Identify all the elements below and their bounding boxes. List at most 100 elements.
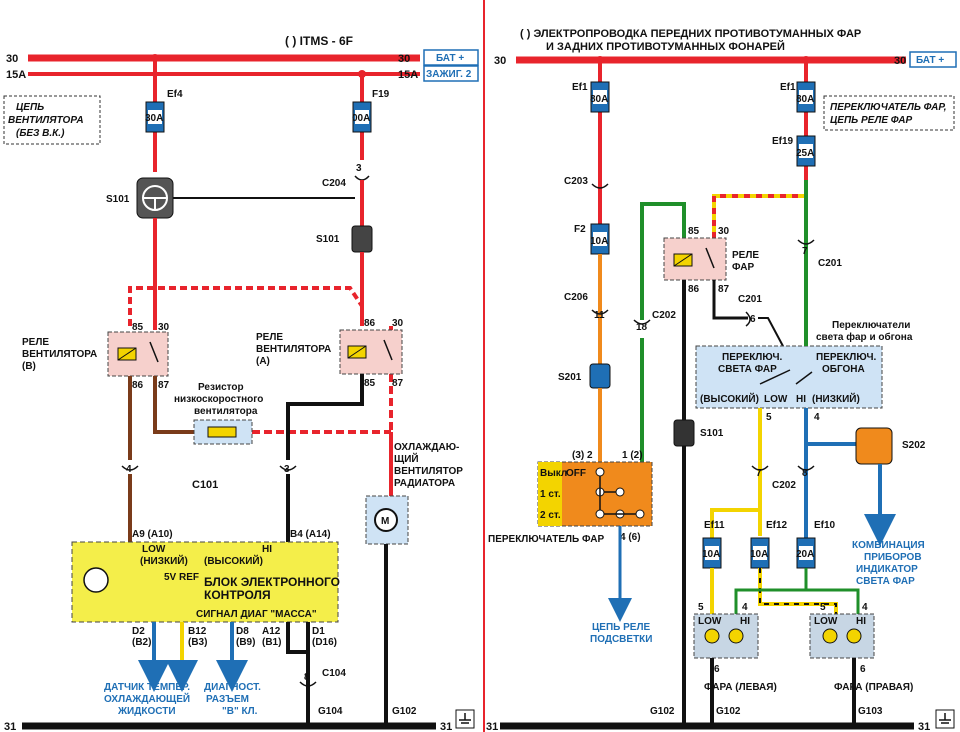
lamp-left-pin-6: 6: [714, 664, 720, 675]
ecu-pin-d8: D8: [236, 626, 249, 637]
rail-15a-label-right: 15A: [398, 69, 418, 81]
c202b-label: C202: [772, 480, 796, 491]
fuse-ef4-name: Ef4: [167, 89, 183, 100]
ecu-box: [71, 541, 339, 623]
c101-label: C101: [192, 479, 218, 491]
ecu-bottom: СИГНАЛ ДИАГ "МАССА": [196, 609, 317, 620]
relay-pin-85: 85: [688, 226, 700, 237]
fuse-ef12-name: Ef12: [766, 520, 788, 531]
headlamp-right: [809, 613, 875, 659]
ecu-pin-b9: (B9): [236, 637, 255, 648]
c201b-pin: 6: [750, 314, 756, 325]
fuse-ef11-rating: 10A: [702, 549, 720, 560]
relay-a-title-3: (А): [256, 356, 270, 367]
s202-label: S202: [902, 440, 926, 451]
c101-pin-right: 3: [284, 464, 290, 475]
lamp-right-pin-5: 5: [820, 602, 826, 613]
lamp-left-label: ФАРА (ЛЕВАЯ): [704, 682, 777, 693]
sensor-label-2: ОХЛАЖДАЮЩЕЙ: [104, 692, 190, 705]
switch-caption-1: Переключатели: [832, 320, 910, 331]
relay-title-1: РЕЛЕ: [732, 250, 759, 261]
lamp-right-label: ФАРА (ПРАВАЯ): [834, 682, 913, 693]
backlight-label-2: ПОДСВЕТКИ: [590, 634, 652, 645]
ecu-pin-b3: (B3): [188, 637, 207, 648]
relay-b-pin-85: 85: [132, 322, 144, 333]
hs-pin-top-left: (3) 2: [572, 450, 593, 461]
c104-pin: 8: [304, 672, 310, 683]
relay-b: [107, 331, 169, 377]
ecu-low-1: LOW: [142, 544, 166, 555]
circuit-note-box: [3, 95, 101, 145]
headlamp-relay: [663, 237, 727, 281]
fuse-ef10-name: Ef10: [814, 520, 836, 531]
ecu-title-2: КОНТРОЛЯ: [204, 588, 271, 602]
s201-label: S201: [558, 372, 582, 383]
fan-motor-symbol: M: [381, 516, 389, 527]
lamp-left-pin-5: 5: [698, 602, 704, 613]
diag-label-2: РАЗЪЕМ: [206, 694, 249, 705]
switch-text-4: ОБГОНА: [822, 364, 865, 375]
left-title: ( ) ITMS - 6F: [285, 34, 353, 48]
c204-label: C204: [322, 178, 346, 189]
switch-text-8: (НИЗКИЙ): [812, 392, 860, 405]
ecu-pin-d16: (D16): [312, 637, 337, 648]
s101-left-label: S101: [106, 194, 130, 205]
cluster-label-3: ИНДИКАТОР: [856, 564, 918, 575]
ecu-hi-1: HI: [262, 544, 272, 555]
fan-label-3: ВЕНТИЛЯТОР: [394, 466, 463, 477]
c203-label: C203: [564, 176, 588, 187]
ecu-pin-left: A9 (A10): [132, 529, 173, 540]
c104-label: C104: [322, 668, 346, 679]
c101-pin-left: 4: [126, 464, 132, 475]
fan-label-1: ОХЛАЖДАЮ-: [394, 442, 459, 453]
ecu-title-1: БЛОК ЭЛЕКТРОННОГО: [204, 575, 340, 589]
ign-badge: [423, 65, 479, 82]
c204-pin: 3: [356, 163, 362, 174]
fuse-ef1-right-name: Ef1: [780, 82, 796, 93]
c201-label: C201: [818, 258, 842, 269]
lamp-right-pin-6: 6: [860, 664, 866, 675]
right-ground-label-left: 31: [486, 721, 498, 732]
relay-b-pin-30: 30: [158, 322, 170, 333]
hs-off: OFF: [566, 468, 586, 479]
right-ground-label-right: 31: [918, 721, 930, 732]
right-note-1: ПЕРЕКЛЮЧАТЕЛЬ ФАР,: [830, 102, 947, 113]
right-rail-30-right: 30: [894, 55, 906, 67]
switch-text-6: LOW: [764, 394, 788, 405]
lamp-left-hi: HI: [740, 616, 750, 627]
splice-s101-right: [351, 225, 373, 253]
bat-badge-text: БАТ +: [436, 53, 464, 64]
sensor-label-3: ЖИДКОСТИ: [117, 706, 176, 717]
fuse-ef1-right-rating: 80A: [796, 94, 814, 105]
fuse-ef19-rating: 25A: [796, 148, 814, 159]
g104-label: G104: [318, 706, 343, 717]
relay-b-title-3: (В): [22, 361, 36, 372]
conn-pin-7: 7: [756, 468, 762, 479]
relay-pin-86: 86: [688, 284, 700, 295]
hs-row-2: 1 ст.: [540, 489, 561, 500]
relay-title-2: ФАР: [732, 262, 755, 273]
relay-a-pin-87: 87: [392, 378, 404, 389]
splice-s101-right-panel: [673, 419, 695, 447]
bat-badge: [423, 49, 479, 66]
fuse-ef12-rating: 10A: [750, 549, 768, 560]
circuit-note-3: (БЕЗ В.К.): [16, 128, 65, 139]
c206-pin: 11: [594, 310, 605, 321]
backlight-label-1: ЦЕПЬ РЕЛЕ: [592, 622, 650, 633]
cluster-label-2: ПРИБОРОВ: [864, 552, 922, 563]
circuit-note-1: ЦЕПЬ: [16, 102, 44, 113]
right-note-box: [823, 95, 955, 131]
c201-pin: 7: [802, 246, 808, 257]
fuse-f19-rating: 00A: [352, 113, 370, 124]
fuse-ef10-rating: 20A: [796, 549, 814, 560]
relay-pin-87: 87: [718, 284, 730, 295]
light-switch-box: [695, 345, 883, 409]
ecu-pin-d2: D2: [132, 626, 145, 637]
resistor-label-2: низкоскоростного: [174, 394, 263, 405]
switch-pin-4: 4: [814, 412, 820, 423]
fuse-ef1-left-name: Ef1: [572, 82, 588, 93]
switch-caption-2: света фар и обгона: [816, 331, 913, 343]
right-bat-badge-text: БАТ +: [916, 55, 944, 66]
ecu-hi-2: (ВЫСОКИЙ): [204, 554, 263, 567]
ecu-pin-b12: B12: [188, 626, 207, 637]
